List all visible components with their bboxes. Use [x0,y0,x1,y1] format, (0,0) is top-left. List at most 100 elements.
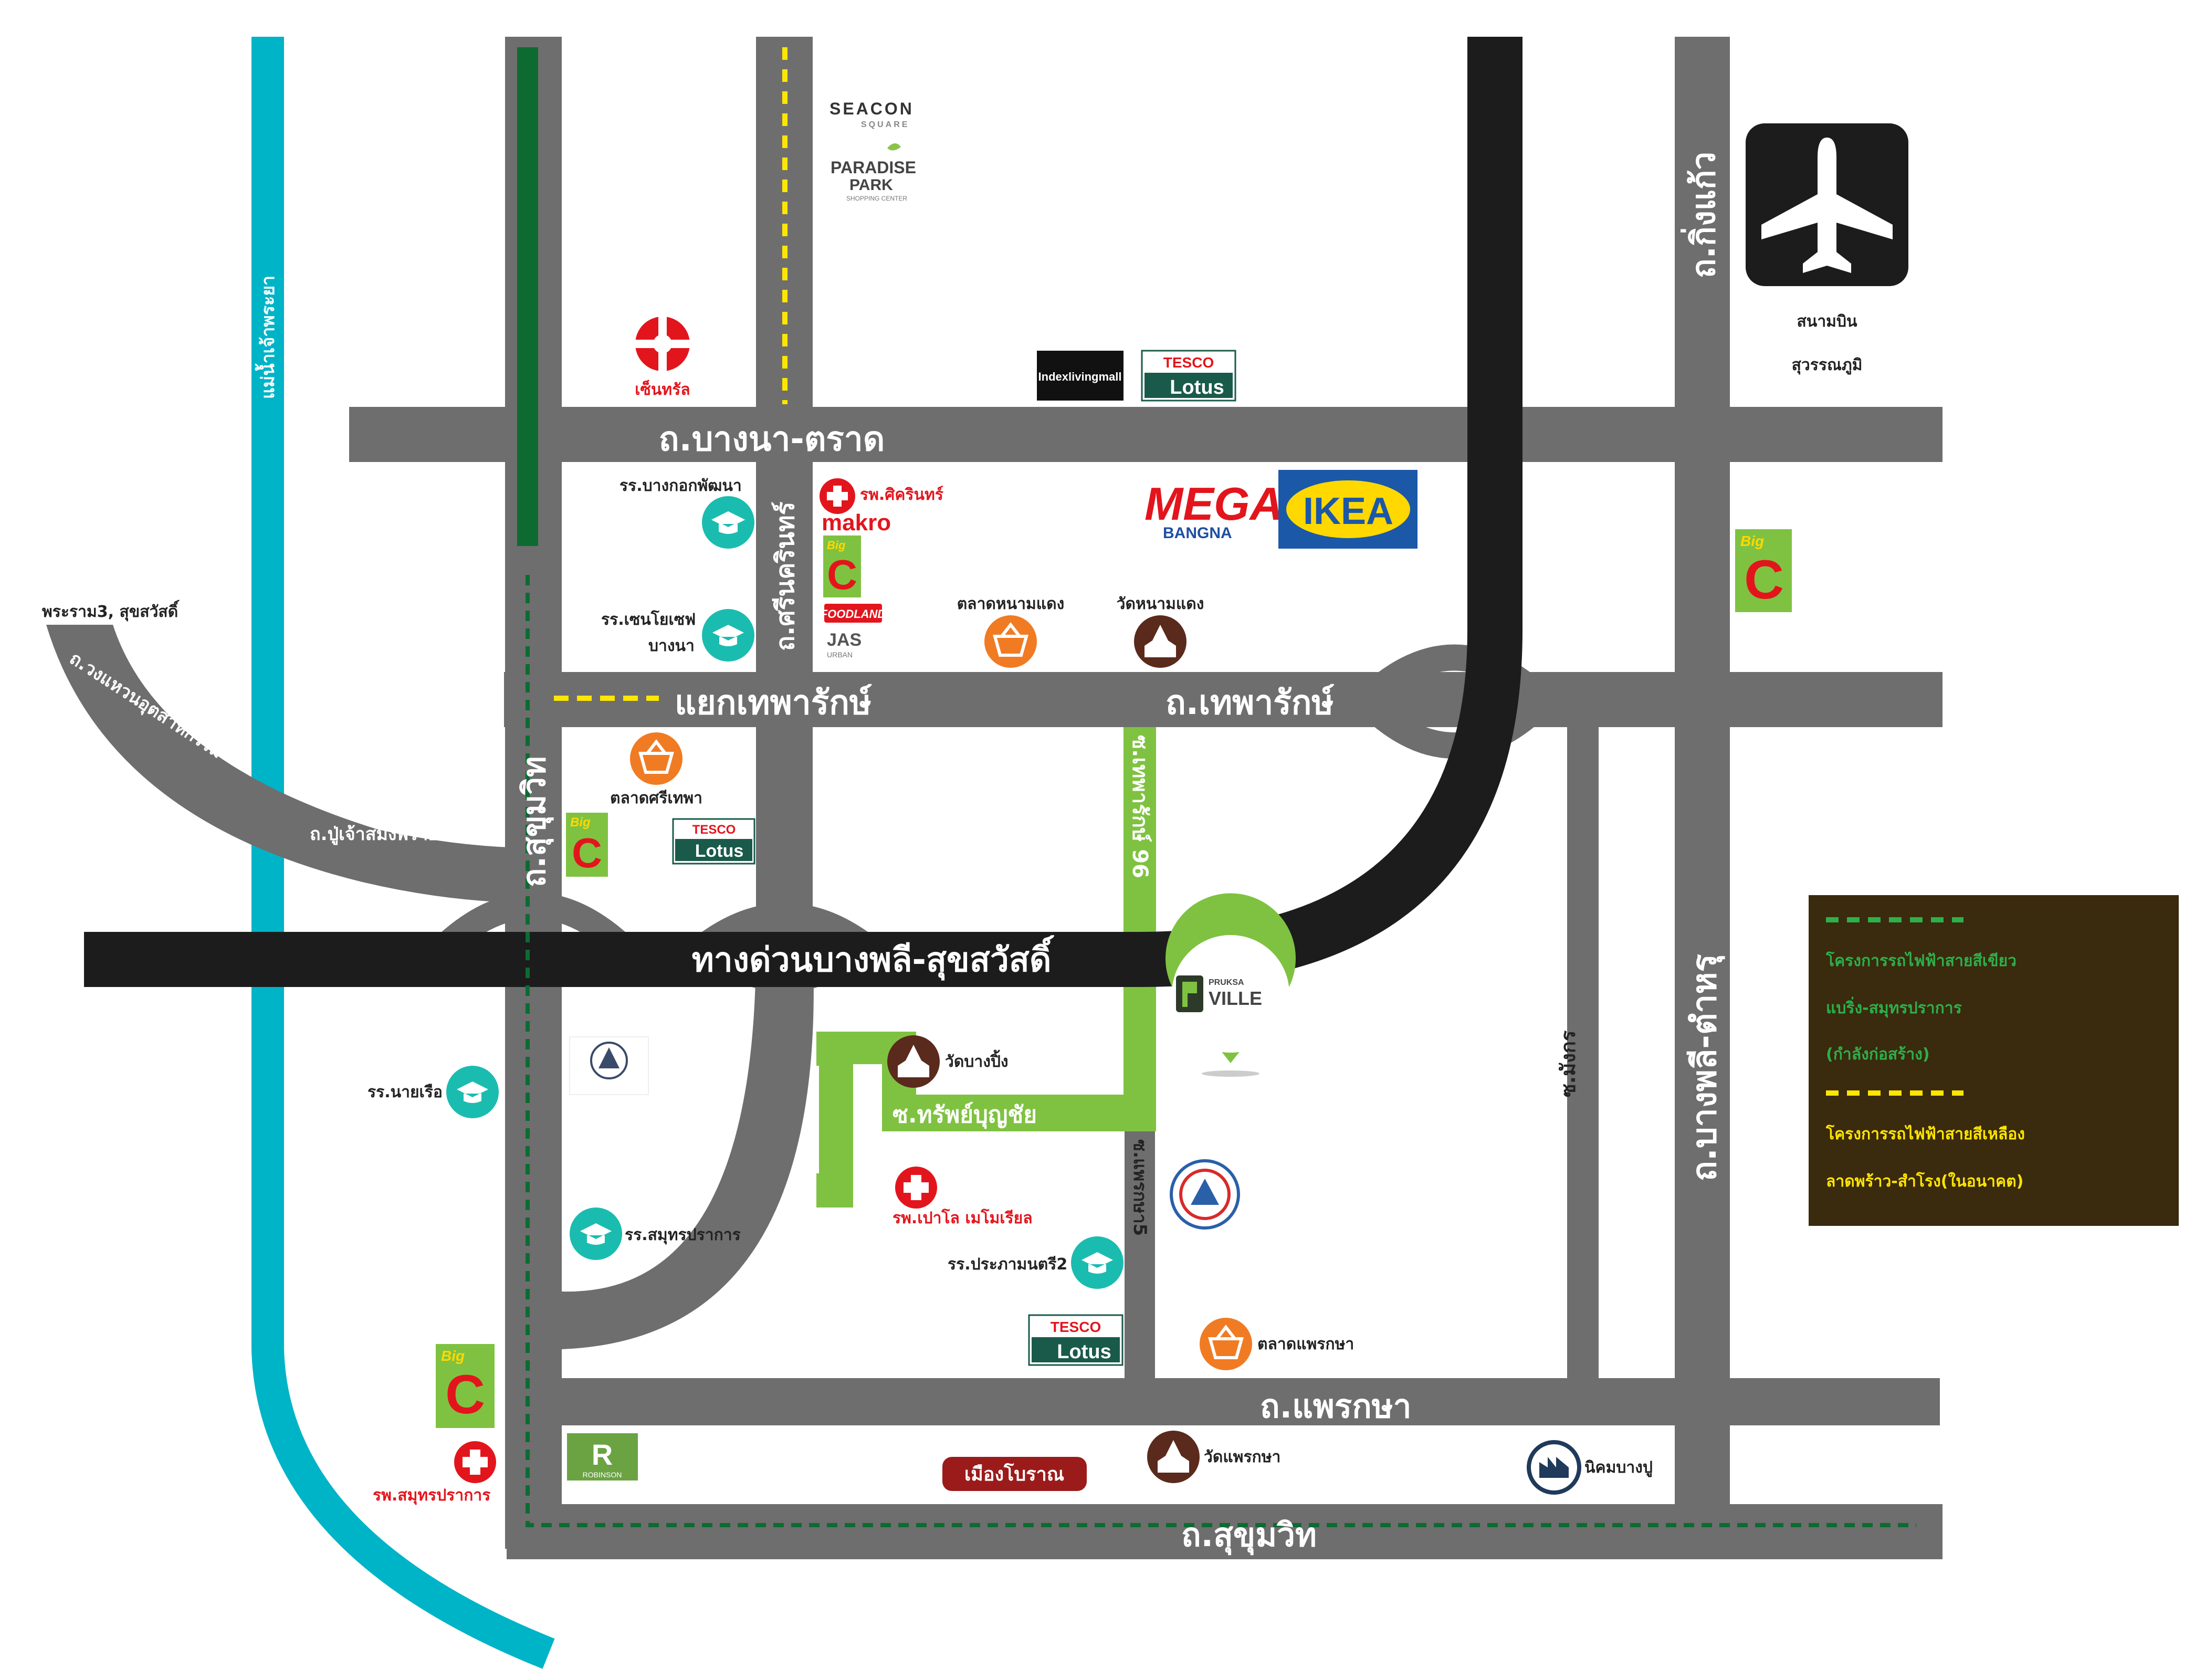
school-prakarn2: รร.ประภามนตรี2 [948,1236,1124,1289]
soi-loop-mid [816,1173,853,1208]
label-sukhumvit-vertical: ถ.สุขุมวิท [516,756,554,887]
market-praeksa: ตลาดแพรกษา [1200,1318,1354,1370]
pruksa-ville-pin: PRUKSA VILLE [1166,893,1296,1077]
label-praeksa: ถ.แพรกษา [1260,1387,1411,1425]
svg-text:FOODLAND: FOODLAND [821,607,886,621]
basket-icon [984,615,1037,668]
label-thepharak-junction: แยกเทพารักษ์ [675,684,873,722]
svg-text:Lotus: Lotus [1170,376,1224,398]
soi-thepharak96 [1124,727,1156,1131]
svg-text:C: C [1744,549,1784,611]
market-si-thepha: ตลาดศรีเทพา [610,732,702,807]
road-praeksa [543,1378,1940,1425]
index-livingmall-logo: Indexlivingmall [1037,351,1124,401]
mega-bangna-logo: MEGA BANGNA [1144,478,1283,542]
label-king-kaew: ถ.กิ่งแก้ว [1681,152,1723,278]
government-seal-west [569,1036,649,1095]
svg-text:Big: Big [441,1348,465,1364]
svg-text:วัดบางปิ้ง: วัดบางปิ้ง [945,1049,1009,1071]
road-srinakarin-curve [562,945,814,1349]
green-line-solid [517,47,538,546]
hospital-sikarin: รพ.ศิครินทร์ [820,478,943,514]
svg-text:ตลาดศรีเทพา: ตลาดศรีเทพา [610,789,702,807]
svg-text:Lotus: Lotus [695,841,744,861]
svg-text:ROBINSON: ROBINSON [583,1471,622,1479]
bigc-logo-sukhumvit: Big C [566,813,608,877]
svg-text:URBAN: URBAN [827,650,853,659]
svg-text:Big: Big [1740,533,1764,549]
label-soi-praeksa5: ซ.แพรกษา5 [1129,1139,1150,1236]
svg-text:BANGNA: BANGNA [1163,524,1232,542]
expressway-bangphli-suksawat [84,932,1139,987]
svg-text:TESCO: TESCO [1163,354,1214,371]
svg-text:บางนา: บางนา [648,637,695,655]
road-soi-praeksa5 [1125,1129,1155,1381]
school-samutprakan: รร.สมุทรปราการ [570,1208,741,1260]
svg-text:PARK: PARK [849,176,893,194]
svg-text:IKEA: IKEA [1303,490,1393,532]
road-king-kaew [1675,37,1730,1533]
svg-text:วัดหนามแดง: วัดหนามแดง [1117,595,1204,613]
jas-urban-logo: JAS URBAN [827,630,862,659]
ikea-logo: IKEA [1278,470,1418,549]
svg-text:ตลาดหนามแดง: ตลาดหนามแดง [957,595,1065,613]
bigc-logo-south: Big C [436,1344,495,1428]
road-sukhumvit-bottom [507,1504,1942,1559]
school-bangkok-pattana: รร.บางกอกพัฒนา [620,477,754,549]
svg-text:SHOPPING CENTER: SHOPPING CENTER [846,195,907,202]
svg-text:รพ.สมุทรปราการ: รพ.สมุทรปราการ [373,1486,490,1505]
temple-praeksa: วัดแพรกษา [1147,1431,1280,1483]
river [251,37,555,1669]
legend-box [1809,895,2179,1226]
hospital-samutprakan: รพ.สมุทรปราการ [373,1441,496,1505]
makro-logo: makro [822,510,891,536]
svg-text:C: C [445,1364,485,1425]
legend-yellow-line2: ลาดพร้าว-สำโรง(ในอนาคต) [1826,1171,2023,1191]
road-ring-curve [46,625,562,904]
airport: สนามบิน สุวรรณภูมิ [1746,123,1908,375]
svg-text:SEACON: SEACON [830,99,914,118]
road-srinakarin [756,37,813,976]
temple-bang-pling: วัดบางปิ้ง [887,1035,1009,1088]
legend-green-line3: (กำลังก่อสร้าง) [1826,1045,1930,1064]
svg-text:เซ็นทรัล: เซ็นทรัล [635,380,690,398]
svg-text:makro: makro [822,510,891,536]
svg-text:Indexlivingmall: Indexlivingmall [1038,370,1122,383]
label-soi-mangkorn: ซ.มังกร [1557,1030,1580,1097]
airport-label-1: สนามบิน [1797,312,1857,331]
basket-icon [1200,1318,1252,1370]
svg-text:รร.บางกอกพัฒนา: รร.บางกอกพัฒนา [620,477,742,495]
legend-green-line1: โครงการรถไฟฟ้าสายสีเขียว [1825,951,2017,970]
school-st-joseph: รร.เซนโยเซฟ บางนา [601,609,754,662]
road-soi-mangkorn [1567,727,1599,1381]
paradise-park-logo: PARADISE PARK SHOPPING CENTER [831,143,916,202]
label-bangphli-tamru: ถ.บางพลี-ตำหรุ [1685,954,1725,1181]
svg-text:เมืองโบราณ: เมืองโบราณ [964,1463,1064,1485]
svg-text:PRUKSA: PRUKSA [1209,978,1244,987]
svg-text:VILLE: VILLE [1209,988,1262,1009]
svg-text:รร.ประภามนตรี2: รร.ประภามนตรี2 [948,1255,1067,1274]
tesco-lotus-logo-top: TESCO Lotus [1141,350,1236,402]
svg-text:C: C [572,830,602,876]
sois [816,727,1156,1208]
svg-text:รร.สมุทรปราการ: รร.สมุทรปราการ [625,1226,741,1245]
tesco-lotus-logo-west: TESCO Lotus [672,818,755,865]
legend-green-line2: แบริ่ง-สมุทรปราการ [1826,996,1962,1018]
svg-text:นิคมบางปู: นิคมบางปู [1584,1458,1653,1477]
label-thepharak: ถ.เทพารักษ์ [1166,684,1335,722]
market-nong-daeng: ตลาดหนามแดง [957,595,1065,668]
muang-boran-badge: เมืองโบราณ [942,1457,1087,1491]
svg-text:R: R [592,1438,613,1471]
bigc-logo-srinakarin: Big C [823,536,861,598]
svg-text:รพ.ศิครินทร์: รพ.ศิครินทร์ [860,486,943,504]
soi-loop [816,1032,853,1208]
svg-text:Big: Big [827,539,846,552]
legend-yellow-line1: โครงการรถไฟฟ้าสายสีเหลือง [1825,1124,2025,1143]
svg-text:Big: Big [570,815,591,830]
basket-icon [630,732,682,785]
svg-text:รร.นายเรือ: รร.นายเรือ [368,1083,443,1101]
svg-text:รร.เซนโยเซฟ: รร.เซนโยเซฟ [601,610,696,629]
central-logo: เซ็นทรัล [633,314,692,398]
soi-sap-bunchai [882,1095,1156,1131]
